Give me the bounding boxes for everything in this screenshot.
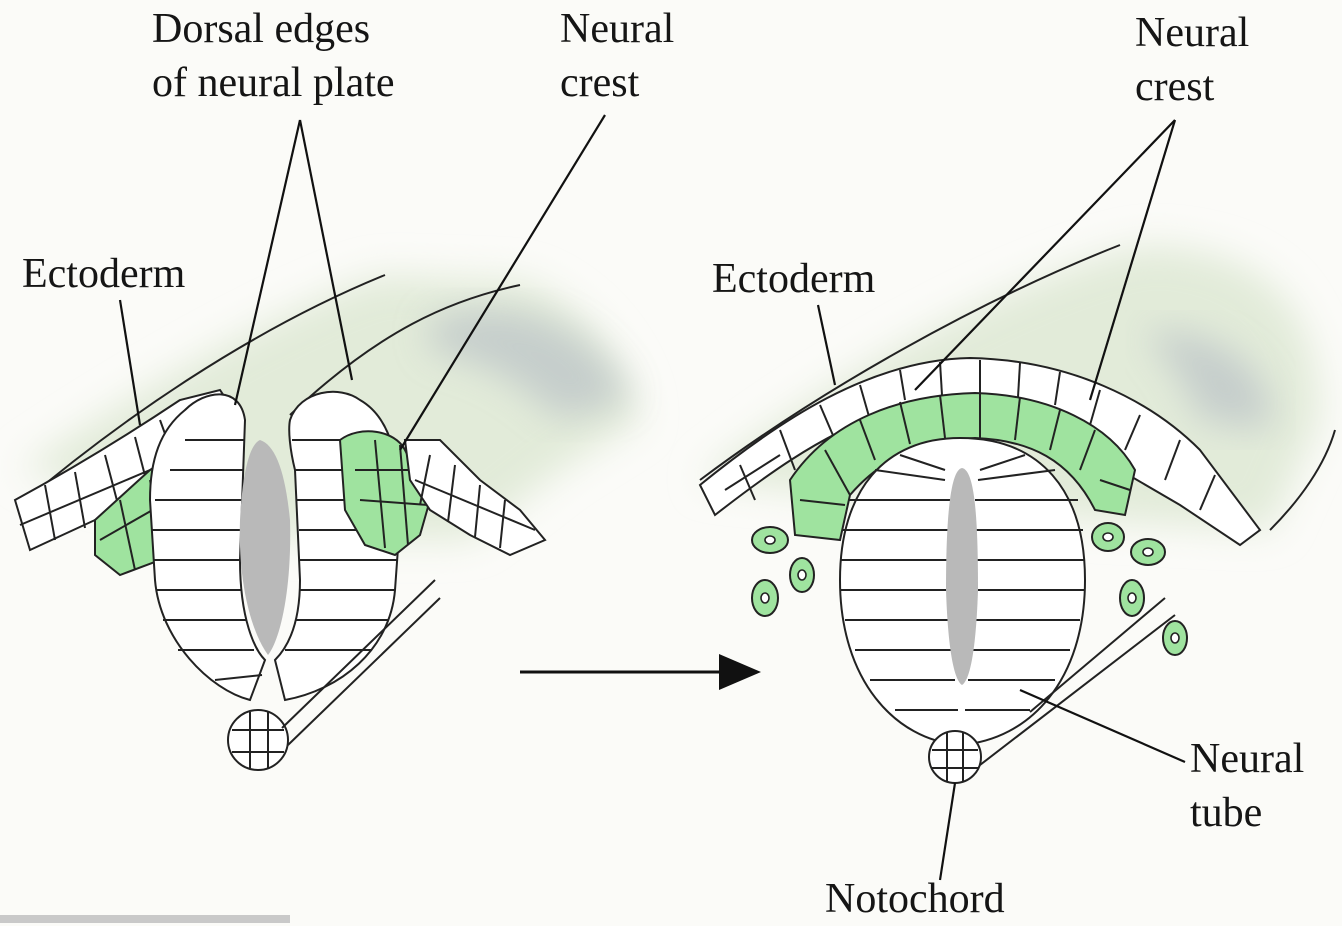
label-notochord: Notochord	[825, 872, 1005, 926]
label-ectoderm-right: Ectoderm	[712, 252, 875, 306]
bottom-edge-stripe	[0, 915, 290, 923]
label-ectoderm-left: Ectoderm	[22, 247, 185, 301]
